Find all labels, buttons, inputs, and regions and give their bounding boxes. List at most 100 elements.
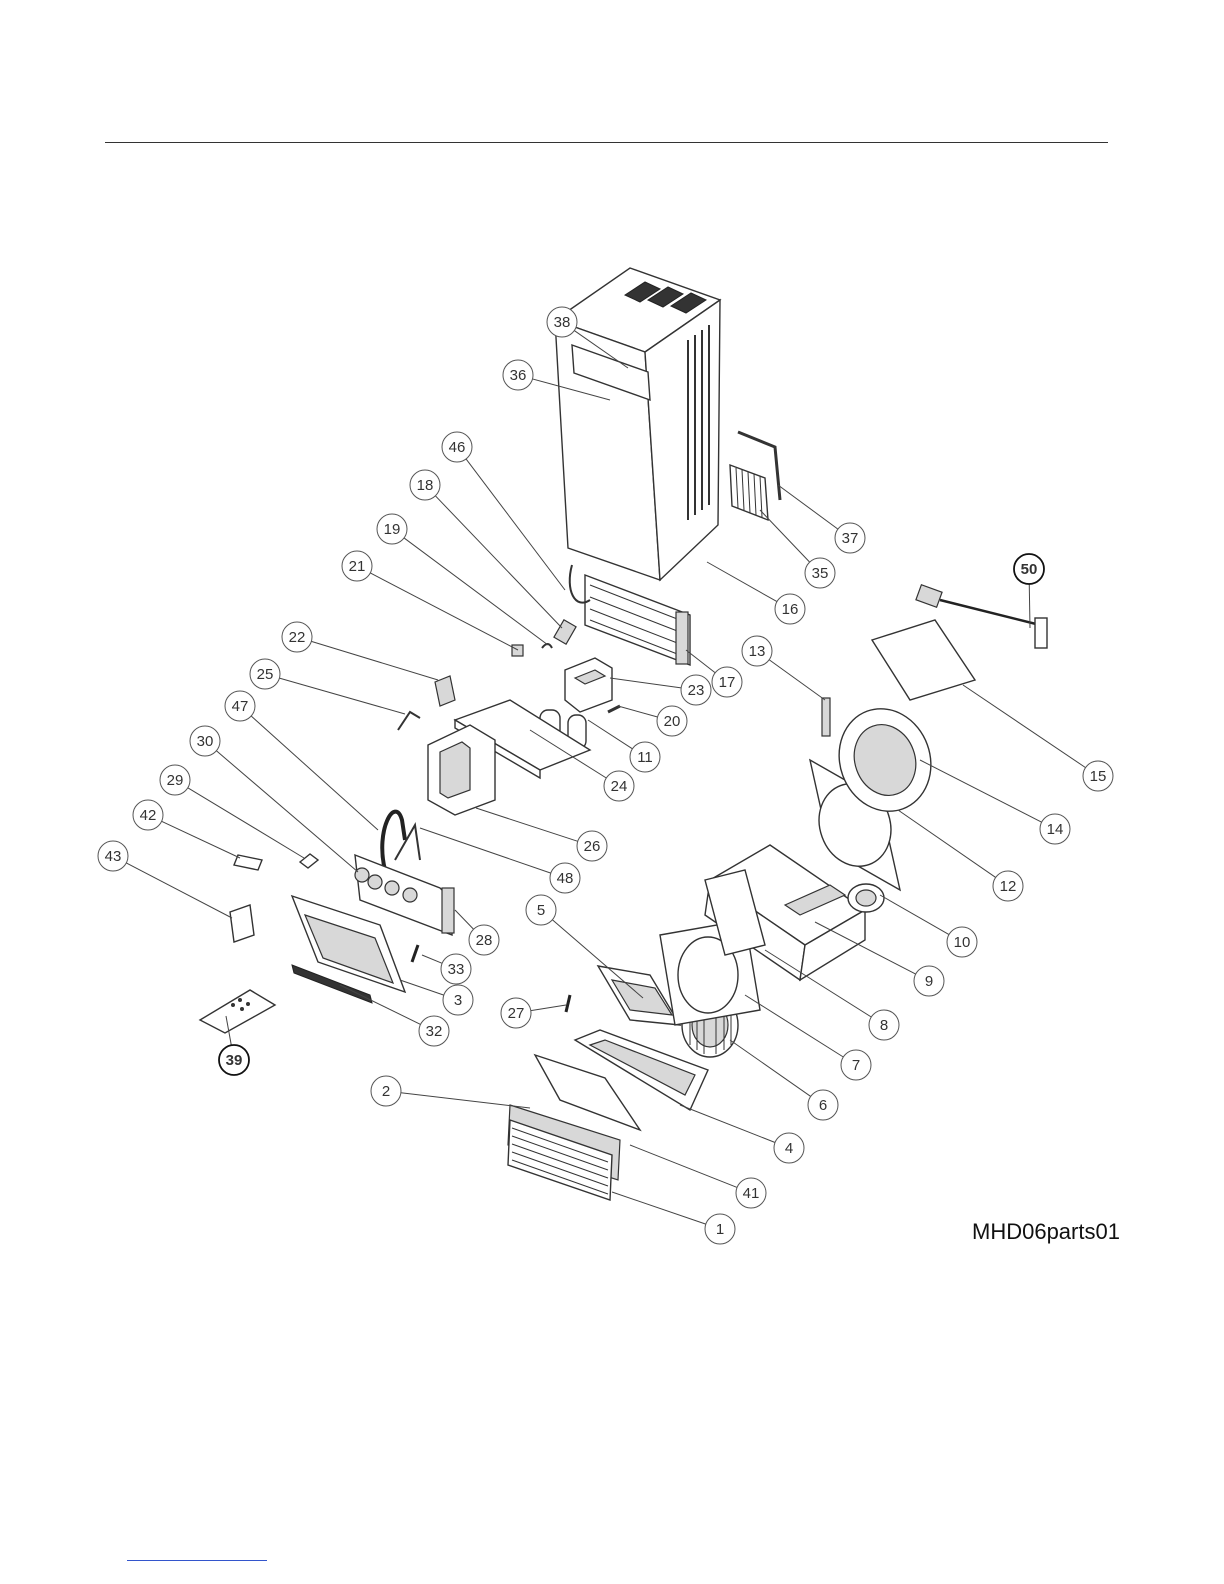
- callout-number: 43: [105, 848, 122, 865]
- part-48-tube: [395, 825, 420, 860]
- callout-5: 5: [526, 895, 643, 998]
- callout-number: 20: [664, 713, 681, 730]
- callout-leader-line: [880, 895, 949, 935]
- callout-27: 27: [501, 998, 566, 1028]
- callout-2: 2: [371, 1076, 530, 1108]
- callout-number: 2: [382, 1083, 390, 1100]
- callout-number: 48: [557, 870, 574, 887]
- callout-number: 25: [257, 666, 274, 683]
- callout-28: 28: [455, 910, 499, 955]
- callout-43: 43: [98, 841, 232, 918]
- callout-number: 5: [537, 902, 545, 919]
- callout-6: 6: [730, 1040, 838, 1120]
- callout-22: 22: [282, 622, 438, 680]
- part-21: [512, 645, 523, 656]
- callout-23: 23: [610, 675, 711, 705]
- callout-leader-line: [370, 573, 518, 650]
- callout-14: 14: [920, 760, 1070, 844]
- callout-leader-line: [707, 562, 777, 602]
- callout-leader-line: [612, 1192, 706, 1224]
- callout-number: 10: [954, 934, 971, 951]
- callout-48: 48: [420, 828, 580, 893]
- callout-leader-line: [279, 678, 405, 714]
- callout-42: 42: [133, 800, 240, 858]
- callout-11: 11: [588, 720, 660, 772]
- part-33-screw: [412, 945, 418, 962]
- parts-drawing: [200, 268, 1047, 1200]
- callout-leader-line: [420, 828, 551, 873]
- part-43: [230, 905, 254, 942]
- part-22: [435, 676, 455, 706]
- callout-number: 1: [716, 1221, 724, 1238]
- callout-13: 13: [742, 636, 825, 700]
- callout-leader-line: [476, 808, 578, 841]
- callout-number: 23: [688, 682, 705, 699]
- part-20: [608, 706, 620, 712]
- callout-leader-line: [466, 459, 565, 590]
- part-15-panel: [872, 620, 975, 700]
- part-25: [398, 712, 420, 730]
- part-17-coil: [585, 575, 690, 665]
- callout-leader-line: [188, 788, 304, 858]
- callout-26: 26: [476, 808, 607, 861]
- callout-number: 37: [842, 530, 859, 547]
- part-23-control-box: [565, 658, 612, 712]
- callout-leader-line: [311, 641, 438, 680]
- part-16-cabinet: [555, 268, 720, 580]
- callout-10: 10: [880, 895, 977, 957]
- callout-number: 46: [449, 439, 466, 456]
- part-27-screw: [566, 995, 570, 1012]
- callout-leader-line: [340, 985, 421, 1024]
- callout-number: 38: [554, 314, 571, 331]
- callout-number: 6: [819, 1097, 827, 1114]
- callout-3: 3: [400, 980, 473, 1015]
- callout-41: 41: [630, 1145, 766, 1208]
- callout-number: 12: [1000, 878, 1017, 895]
- callout-33: 33: [422, 954, 471, 984]
- callout-number: 3: [454, 992, 462, 1009]
- footer-link-underline[interactable]: [127, 1560, 267, 1561]
- callout-25: 25: [250, 659, 405, 714]
- callout-number: 18: [417, 477, 434, 494]
- diagram-caption: MHD06parts01: [972, 1219, 1120, 1245]
- callout-number: 4: [785, 1140, 793, 1157]
- callout-number: 26: [584, 838, 601, 855]
- callout-number: 29: [167, 772, 184, 789]
- callout-20: 20: [618, 706, 687, 736]
- callout-number: 36: [510, 367, 527, 384]
- callout-number: 41: [743, 1185, 760, 1202]
- callout-leader-line: [455, 910, 474, 929]
- callout-leader-line: [400, 980, 444, 995]
- callout-leader-line: [610, 678, 681, 688]
- callout-15: 15: [963, 685, 1113, 791]
- callout-4: 4: [680, 1105, 804, 1163]
- part-29: [300, 854, 318, 868]
- callout-leader-line: [730, 1040, 811, 1096]
- callout-number: 27: [508, 1005, 525, 1022]
- callout-number: 9: [925, 973, 933, 990]
- callout-leader-line: [162, 821, 240, 858]
- callout-number: 50: [1021, 561, 1038, 578]
- callout-leader-line: [630, 1145, 737, 1187]
- callout-leader-line: [920, 760, 1042, 822]
- callout-number: 35: [812, 565, 829, 582]
- callout-1: 1: [612, 1192, 735, 1244]
- part-13: [822, 698, 830, 736]
- callout-leader-line: [769, 660, 825, 700]
- callout-leader-line: [251, 716, 378, 830]
- callout-number: 30: [197, 733, 214, 750]
- callout-21: 21: [342, 551, 518, 650]
- callout-leader-line: [126, 863, 232, 918]
- callout-35: 35: [760, 510, 835, 588]
- callout-number: 24: [611, 778, 628, 795]
- callout-leader-line: [401, 1093, 530, 1108]
- callout-number: 21: [349, 558, 366, 575]
- callout-number: 13: [749, 643, 766, 660]
- callout-leader-line: [618, 706, 658, 717]
- callout-number: 42: [140, 807, 157, 824]
- callout-leader-line: [963, 685, 1086, 768]
- callout-number: 15: [1090, 768, 1107, 785]
- callout-18: 18: [410, 470, 562, 628]
- callout-7: 7: [745, 995, 871, 1080]
